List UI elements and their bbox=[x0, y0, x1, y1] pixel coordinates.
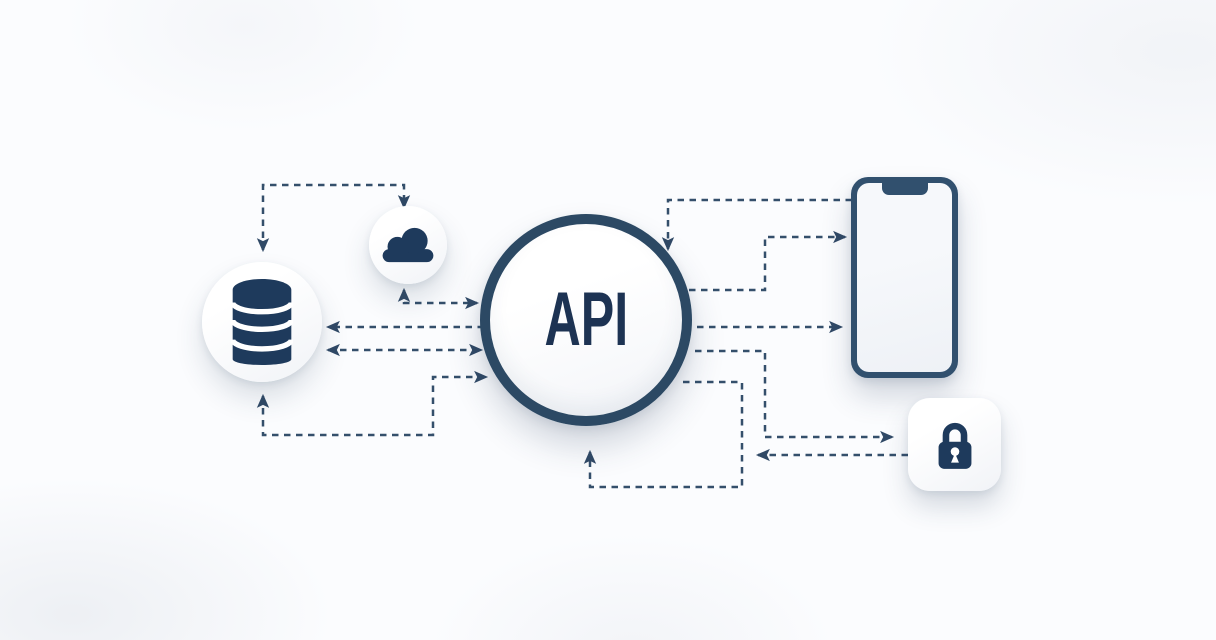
cloud-node bbox=[369, 206, 447, 284]
api-node: API bbox=[480, 214, 692, 426]
lock-icon bbox=[938, 422, 971, 469]
cloud-icon bbox=[382, 227, 434, 263]
lock-node bbox=[908, 398, 1001, 491]
database-icon bbox=[231, 279, 293, 365]
smartphone-notch bbox=[881, 183, 928, 195]
database-node bbox=[202, 262, 322, 382]
connector-cloud-api bbox=[397, 287, 480, 310]
connector-api-smartphone bbox=[689, 230, 848, 292]
connector-api-api bbox=[583, 380, 744, 489]
connector-database-api bbox=[256, 370, 489, 437]
smartphone-node bbox=[851, 177, 958, 378]
connector-smartphone-api bbox=[661, 198, 852, 252]
api-label: API bbox=[544, 277, 628, 362]
smartphone-screen bbox=[857, 183, 952, 372]
connector-api-lock bbox=[695, 349, 895, 444]
connector-database-cloud bbox=[256, 183, 411, 253]
